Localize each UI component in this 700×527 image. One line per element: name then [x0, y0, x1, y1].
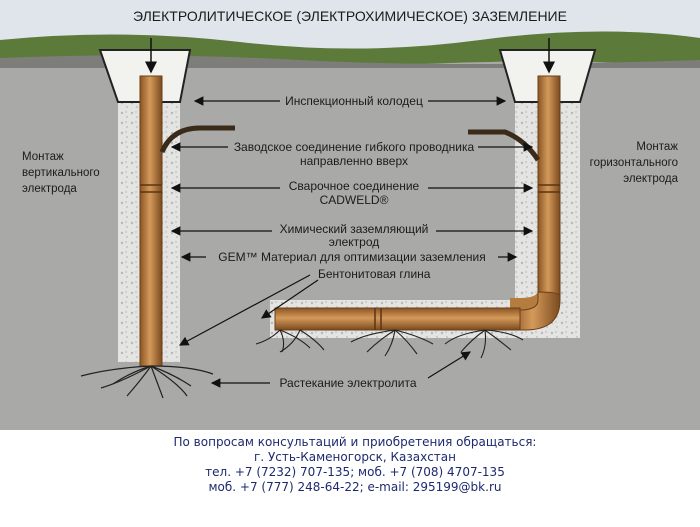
- right-side-label: Монтаж горизонтального электрода: [590, 141, 679, 185]
- label-inspection-well: Инспекционный колодец: [285, 94, 423, 108]
- footer-line-2: г. Усть-Каменогорск, Казахстан: [254, 450, 456, 464]
- right-electrode-riser: [537, 75, 561, 297]
- label-welded-joint-1: Сварочное соединение: [289, 179, 420, 193]
- roots-icon: [444, 329, 524, 359]
- svg-text:электрода: электрода: [22, 183, 77, 195]
- footer-line-4: моб. +7 (777) 248-64-22; e-mail: 295199@…: [209, 480, 502, 494]
- diagram-title: ЭЛЕКТРОЛИТИЧЕСКОЕ (ЭЛЕКТРОХИМИЧЕСКОЕ) ЗА…: [133, 8, 567, 24]
- left-side-label: Монтаж вертикального электрода: [22, 151, 100, 195]
- svg-text:вертикального: вертикального: [22, 167, 100, 179]
- svg-text:электрода: электрода: [623, 173, 678, 185]
- left-electrode-pipe: [139, 75, 163, 367]
- label-factory-joint-2: направленно вверх: [300, 154, 408, 168]
- left-conductor: [159, 125, 235, 154]
- label-factory-joint-1: Заводское соединение гибкого проводника: [234, 140, 475, 154]
- roots-icon: [80, 365, 214, 399]
- roots-icon: [255, 329, 325, 353]
- horizontal-electrode-pipe: [274, 307, 521, 331]
- label-chemical-electrode-1: Химический заземляющий: [280, 222, 429, 236]
- roots-icon: [350, 329, 434, 357]
- right-conductor: [468, 129, 541, 162]
- label-bentonite: Бентонитовая глина: [318, 267, 431, 281]
- svg-text:горизонтального: горизонтального: [590, 157, 678, 169]
- svg-text:Монтаж: Монтаж: [636, 141, 678, 153]
- label-welded-joint-2: CADWELD®: [320, 193, 389, 207]
- label-gem-material: GEM™ Материал для оптимизации заземления: [218, 250, 485, 264]
- svg-text:Монтаж: Монтаж: [22, 151, 64, 163]
- footer-line-1: По вопросам консультаций и приобретения …: [174, 435, 537, 449]
- footer-line-3: тел. +7 (7232) 707-135; моб. +7 (708) 47…: [205, 465, 505, 479]
- label-chemical-electrode-2: электрод: [329, 235, 380, 249]
- label-electrolyte-spread: Растекание электролита: [279, 376, 416, 390]
